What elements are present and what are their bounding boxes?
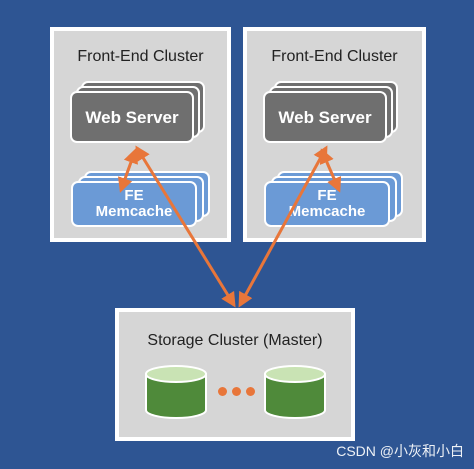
- database-icon-left: [145, 365, 207, 419]
- cluster-title: Front-End Cluster: [77, 48, 204, 65]
- ellipsis-dot-1: [218, 387, 227, 396]
- web-server-label: Web Server: [278, 108, 372, 127]
- watermark: CSDN @小灰和小白: [336, 443, 464, 459]
- ellipsis-dot-3: [246, 387, 255, 396]
- database-icon-right: [264, 365, 326, 419]
- arrow-webserver-2-to-storage: [238, 145, 328, 308]
- web-server-box: Web Server: [263, 91, 387, 143]
- arrow-webserver-2-to-memcache-2: [319, 148, 342, 193]
- storage-cluster-title: Storage Cluster (Master): [147, 332, 323, 349]
- arrow-webserver-1-to-memcache-1: [117, 148, 139, 193]
- arrow-webserver-1-to-storage: [135, 145, 236, 308]
- web-server-box: Web Server: [70, 91, 194, 143]
- cluster-title: Front-End Cluster: [271, 48, 398, 65]
- web-server-label: Web Server: [85, 108, 179, 127]
- ellipsis-dot-2: [232, 387, 241, 396]
